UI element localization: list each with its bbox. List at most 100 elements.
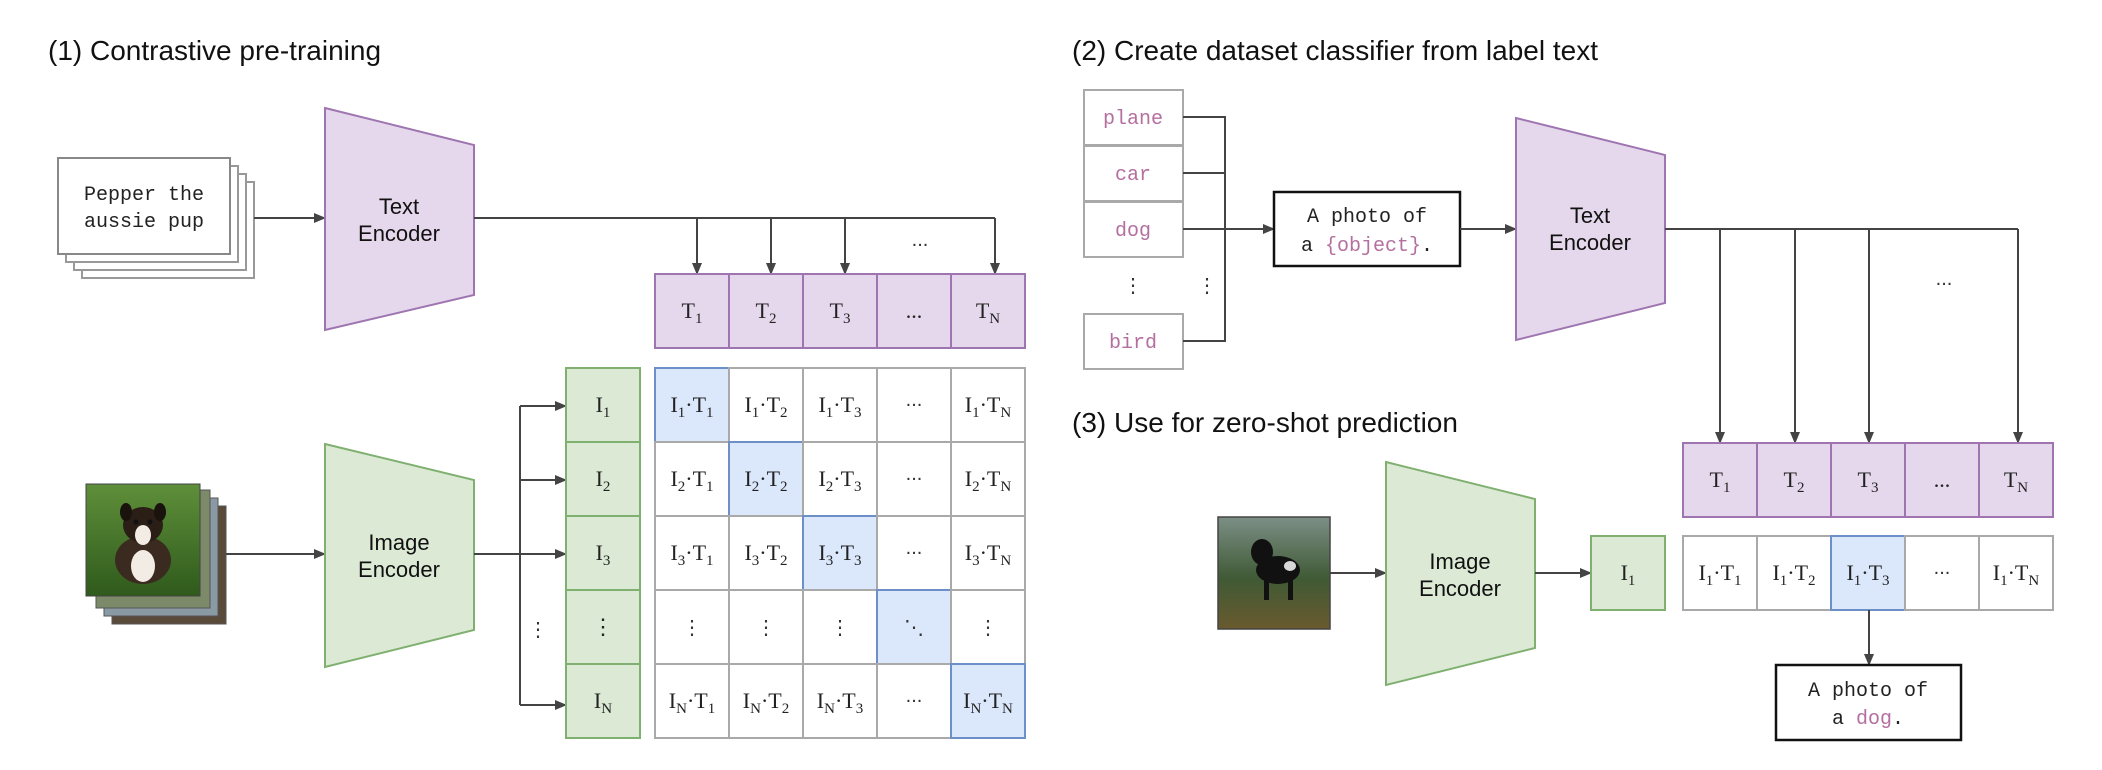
s3-product-cell xyxy=(1756,535,1832,611)
s3-text-feature-cell xyxy=(1756,442,1832,518)
text-feature-label: ... xyxy=(906,298,923,323)
matrix-cell-label: I2·T1 xyxy=(670,466,713,495)
image-input-stack xyxy=(85,483,227,625)
s3-product-label: I1·T3 xyxy=(1846,560,1889,589)
matrix-vdots: ⋮ xyxy=(682,617,702,639)
label-list-vdots: ⋮ xyxy=(1123,275,1143,297)
image-encoder-2: Image Encoder xyxy=(1385,460,1536,687)
s3-text-feature-label: T3 xyxy=(1858,467,1879,496)
template-line2: a {object}. xyxy=(1301,235,1433,258)
prediction-line1: A photo of xyxy=(1808,680,1928,703)
template-suffix: . xyxy=(1421,235,1433,258)
image-feature-cell xyxy=(565,589,641,665)
text-input-stack: Pepper the aussie pup xyxy=(57,157,255,279)
image-encoder-2-line2: Encoder xyxy=(1419,576,1501,601)
matrix-cell-label: I1·T3 xyxy=(818,392,861,421)
zero-shot-photo xyxy=(1217,516,1331,630)
image-feature-cell xyxy=(565,441,641,517)
section3-title: (3) Use for zero-shot prediction xyxy=(1072,407,1458,438)
matrix-cell xyxy=(950,589,1026,665)
matrix-cell xyxy=(802,441,878,517)
image-encoder-2-line1: Image xyxy=(1429,549,1490,574)
dog-photo xyxy=(85,483,201,597)
image-encoder: Image Encoder xyxy=(324,442,475,669)
image-feature-cell xyxy=(565,663,641,739)
s3-product-cell-selected xyxy=(1830,535,1906,611)
matrix-cell xyxy=(728,367,804,443)
matrix-hdots: ... xyxy=(906,537,923,559)
image-feature-label: I1 xyxy=(596,392,611,421)
matrix-vdots: ⋮ xyxy=(978,617,998,639)
text-encoder-line2: Encoder xyxy=(358,221,440,246)
image-feature-cell xyxy=(565,367,641,443)
image-feature-label: ⋮ xyxy=(592,614,614,639)
image-arrows-vdots: ⋮ xyxy=(528,619,548,641)
image-feature-label: IN xyxy=(594,688,612,717)
matrix-cell xyxy=(802,663,878,739)
matrix-vdots: ⋮ xyxy=(830,617,850,639)
matrix-hdots: ... xyxy=(906,463,923,485)
text-feature-label: T3 xyxy=(830,298,851,327)
prediction-prefix: a xyxy=(1832,708,1856,731)
matrix-cell-label: I3·T1 xyxy=(670,540,713,569)
text-feature-label: T1 xyxy=(682,298,703,327)
matrix-cell-label: I3·TN xyxy=(965,540,1012,569)
matrix-cell-label: I1·T1 xyxy=(670,392,713,421)
label-text-car: car xyxy=(1115,164,1151,187)
text-encoder-2-line1: Text xyxy=(1570,203,1610,228)
text-feature-cell xyxy=(950,273,1026,349)
label-box-bird xyxy=(1083,313,1184,370)
matrix-vdots: ⋮ xyxy=(756,617,776,639)
template-prefix: a xyxy=(1301,235,1325,258)
matrix-cell xyxy=(876,367,952,443)
text-feature-cell xyxy=(802,273,878,349)
matrix-cell xyxy=(802,367,878,443)
prediction-suffix: . xyxy=(1892,708,1904,731)
matrix-cell-label: IN·T3 xyxy=(817,688,863,717)
text-feature-cell xyxy=(728,273,804,349)
matrix-cell xyxy=(876,441,952,517)
matrix-cell-label: IN·TN xyxy=(963,688,1013,717)
text-arrows-ellipsis: ... xyxy=(912,229,929,251)
prediction-output: A photo of a dog. xyxy=(1774,663,1963,742)
text-feature-label: TN xyxy=(976,298,1000,327)
text-feature-cell xyxy=(654,273,730,349)
text-encoder-2-line2: Encoder xyxy=(1549,230,1631,255)
matrix-cell xyxy=(728,515,804,591)
label-text-plane: plane xyxy=(1103,108,1163,131)
s3-product-label: I1·T2 xyxy=(1772,560,1815,589)
matrix-cell-label: IN·T2 xyxy=(743,688,789,717)
matrix-cell-label: I2·T3 xyxy=(818,466,861,495)
image-encoder-line2: Encoder xyxy=(358,557,440,582)
template-object: {object} xyxy=(1325,235,1421,258)
s3-product-cell xyxy=(1978,535,2054,611)
text-encoder-line1: Text xyxy=(379,194,419,219)
section1-title: (1) Contrastive pre-training xyxy=(48,35,381,66)
s3-text-feature-cell xyxy=(1978,442,2054,518)
text-encoder: Text Encoder xyxy=(324,106,475,332)
label-text-dog: dog xyxy=(1115,220,1151,243)
s3-product-label: I1·TN xyxy=(1993,560,2040,589)
text-encoder-2: Text Encoder xyxy=(1515,116,1666,342)
s3-product-hdots: ... xyxy=(1934,557,1951,579)
s3-image-feature-label: I1 xyxy=(1621,560,1636,589)
label-box-dog xyxy=(1083,201,1184,258)
image-feature-label: I3 xyxy=(596,540,611,569)
label-connector-vdots: ⋮ xyxy=(1197,275,1217,297)
matrix-cell xyxy=(950,515,1026,591)
input-caption-line2: aussie pup xyxy=(84,211,204,234)
s3-text-feature-label: T2 xyxy=(1784,467,1805,496)
matrix-cell xyxy=(876,515,952,591)
prompt-template: A photo of a {object}. xyxy=(1272,190,1462,268)
matrix-cell xyxy=(654,441,730,517)
text-feature-label: T2 xyxy=(756,298,777,327)
text-feature-row: T1 T2 T3... TN xyxy=(654,273,1026,349)
matrix-cell-label: I1·T2 xyxy=(744,392,787,421)
label-box-plane xyxy=(1083,89,1184,146)
matrix-cell-label: IN·T1 xyxy=(669,688,715,717)
